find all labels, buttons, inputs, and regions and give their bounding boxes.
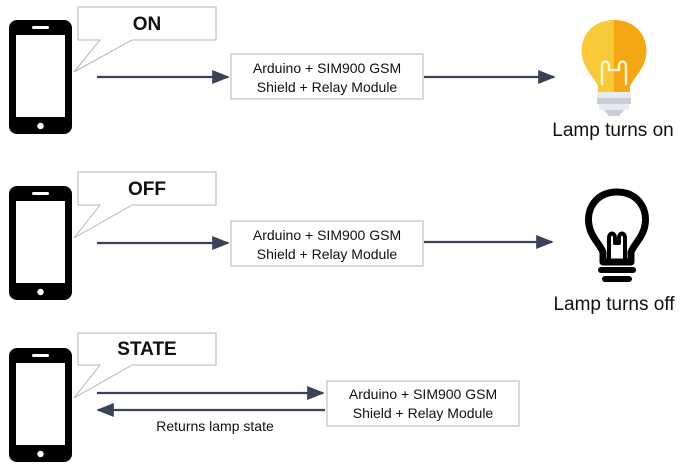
command-label-off: OFF	[128, 179, 166, 200]
command-label-state: STATE	[117, 339, 176, 360]
module-box	[230, 53, 424, 100]
return-label: Returns lamp state	[156, 418, 274, 434]
result-label-off: Lamp turns off	[553, 294, 675, 315]
module-label-line1: Arduino + SIM900 GSM	[253, 60, 401, 76]
module-label-line2: Shield + Relay Module	[257, 79, 398, 95]
module-box	[326, 380, 520, 427]
unlit-bulb-icon	[585, 188, 649, 282]
smartphone-icon	[9, 186, 72, 300]
module-box	[230, 220, 424, 267]
module-label-line2: Shield + Relay Module	[257, 246, 398, 262]
speech-bubble-icon	[73, 332, 217, 399]
lit-bulb-icon	[581, 20, 647, 116]
module-label-line1: Arduino + SIM900 GSM	[253, 227, 401, 243]
speech-bubble-icon	[73, 6, 217, 73]
speech-bubble-icon	[73, 171, 217, 239]
command-label-on: ON	[133, 14, 162, 35]
row-off: OFF Arduino + SIM900 GSM Shield + Relay …	[9, 171, 675, 315]
module-label-line1: Arduino + SIM900 GSM	[349, 386, 497, 402]
row-on: ON Arduino + SIM900 GSM Shield + Relay M…	[9, 6, 674, 141]
smartphone-icon	[9, 348, 72, 462]
row-state: STATE Returns lamp state Arduino + SIM90…	[9, 332, 520, 462]
module-label-line2: Shield + Relay Module	[353, 405, 494, 421]
smartphone-icon	[9, 20, 72, 134]
result-label-on: Lamp turns on	[552, 120, 673, 141]
